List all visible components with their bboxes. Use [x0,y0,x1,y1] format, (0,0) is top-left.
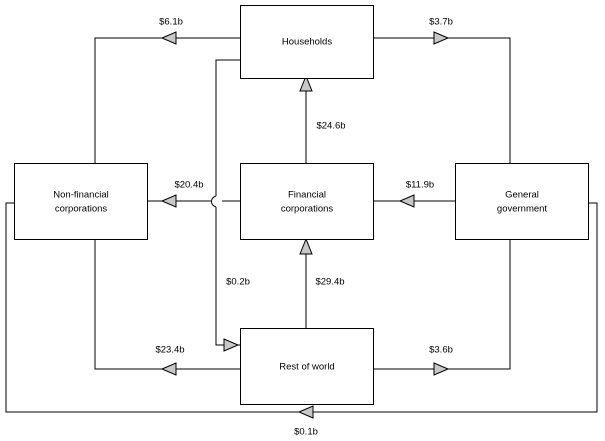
node-non-financial-corporations-label-line1: Non-financial [53,190,108,201]
flow-path-households-to-row [211,59,240,352]
arrow-head-left-23-4b [160,362,177,376]
node-general-government-label-line2: government [497,204,548,215]
flow-path-row-to-gov [373,239,511,376]
flow-label-row-to-fc: $29.4b [315,277,344,288]
arrow-head-up-29-4b [299,237,313,255]
flow-label-households-to-row: $0.2b [226,277,250,288]
flow-label-fc-to-nfc: $20.4b [174,180,203,191]
flow-path-row-to-nfc [94,239,240,376]
flow-path-fc-to-nfc [147,194,240,208]
flow-label-households-to-nfc: $6.1b [159,17,183,28]
node-households-label: Households [282,37,332,48]
node-financial-corporations-label-line1: Financial [288,190,326,201]
flow-path-households-to-nfc [94,31,240,163]
node-general-government-label-line1: General [505,190,539,201]
arrow-head-left-0-1b [297,405,314,419]
node-non-financial-corporations[interactable]: Non-financial corporations [14,163,148,240]
node-non-financial-corporations-label-line2: corporations [55,204,108,215]
flow-label-households-to-gov: $3.7b [429,17,453,28]
arrow-head-left-11-9b [398,194,415,208]
line-hop-jump [211,195,217,208]
flow-path-households-to-gov [373,31,511,163]
arrow-head-up-24-6b [299,74,313,92]
arrow-head-right-3-7b [433,31,450,45]
flow-label-gov-to-fc: $11.9b [406,180,434,191]
flow-path-gov-to-fc [373,194,455,208]
node-financial-corporations[interactable]: Financial corporations [240,163,374,240]
node-households[interactable]: Households [240,5,374,79]
node-rest-of-world[interactable]: Rest of world [240,328,374,405]
arrow-head-left-6-1b [160,31,177,45]
flow-path-gov-to-nfc [5,202,598,419]
flow-label-fc-to-households: $24.6b [316,121,345,132]
flow-path-fc-to-households [299,74,313,163]
flow-label-row-to-gov: $3.6b [429,345,453,356]
node-financial-corporations-label-line2: corporations [281,204,334,215]
arrow-head-right-3-6b [433,362,450,376]
flow-label-row-to-nfc: $23.4b [155,345,184,356]
node-general-government[interactable]: General government [455,163,589,240]
arrow-head-right-0-2b [223,338,240,352]
flow-path-row-to-fc [299,237,313,328]
flow-label-gov-to-nfc: $0.1b [294,427,318,438]
arrow-head-left-20-4b [160,194,177,208]
node-rest-of-world-label: Rest of world [279,362,334,373]
